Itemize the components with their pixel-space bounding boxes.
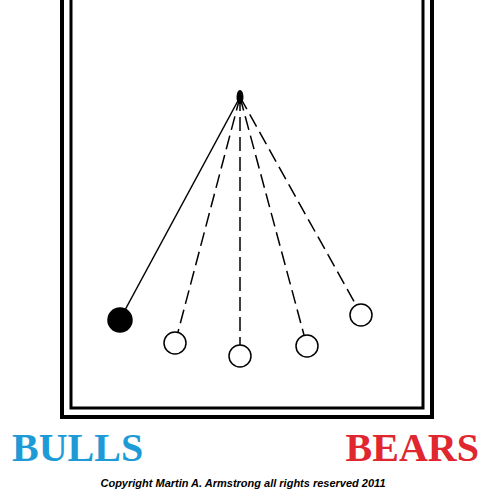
pendulum-string-dashed	[240, 97, 356, 305]
pendulum-string	[125, 97, 240, 310]
frame-outer	[62, 0, 432, 417]
pendulum-string-dashed	[240, 97, 304, 335]
copyright-note: Copyright Martin A. Armstrong all rights…	[100, 478, 385, 489]
bulls-label: BULLS	[12, 428, 143, 468]
pendulum-strings	[125, 97, 356, 345]
pendulum-bob	[229, 345, 251, 367]
bears-label: BEARS	[346, 428, 479, 468]
pendulum-bob	[350, 304, 372, 326]
pendulum-bob	[296, 335, 318, 357]
pendulum-string-dashed	[178, 97, 240, 332]
pendulum-string-dashed	[239, 97, 241, 345]
frame-inner	[71, 0, 423, 408]
pivot	[237, 90, 244, 104]
frame	[62, 0, 432, 417]
pendulum-bob	[164, 332, 186, 354]
pendulum-bob-filled	[108, 308, 132, 332]
